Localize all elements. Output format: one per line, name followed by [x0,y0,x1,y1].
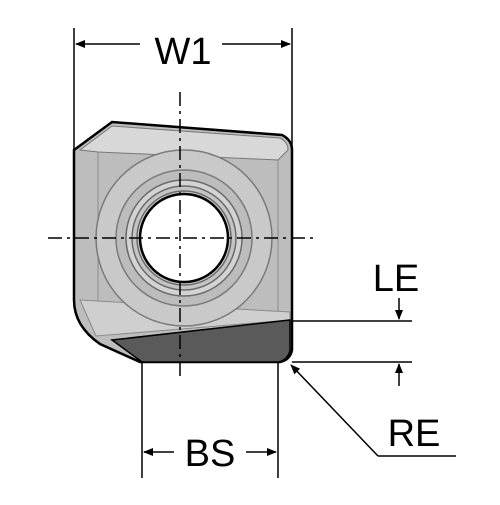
center-lines [48,92,318,380]
re-leader-diagonal [290,364,379,457]
re-label: RE [388,413,441,455]
cutting-edge [110,319,291,363]
top-chamfer-face [78,125,289,161]
le-label: LE [373,258,419,300]
le-dimension [292,298,412,386]
re-leader [290,364,456,457]
w1-dimension [73,28,293,150]
bs-label: BS [185,433,236,475]
bs-dimension [141,362,279,478]
w1-label: W1 [155,31,212,73]
